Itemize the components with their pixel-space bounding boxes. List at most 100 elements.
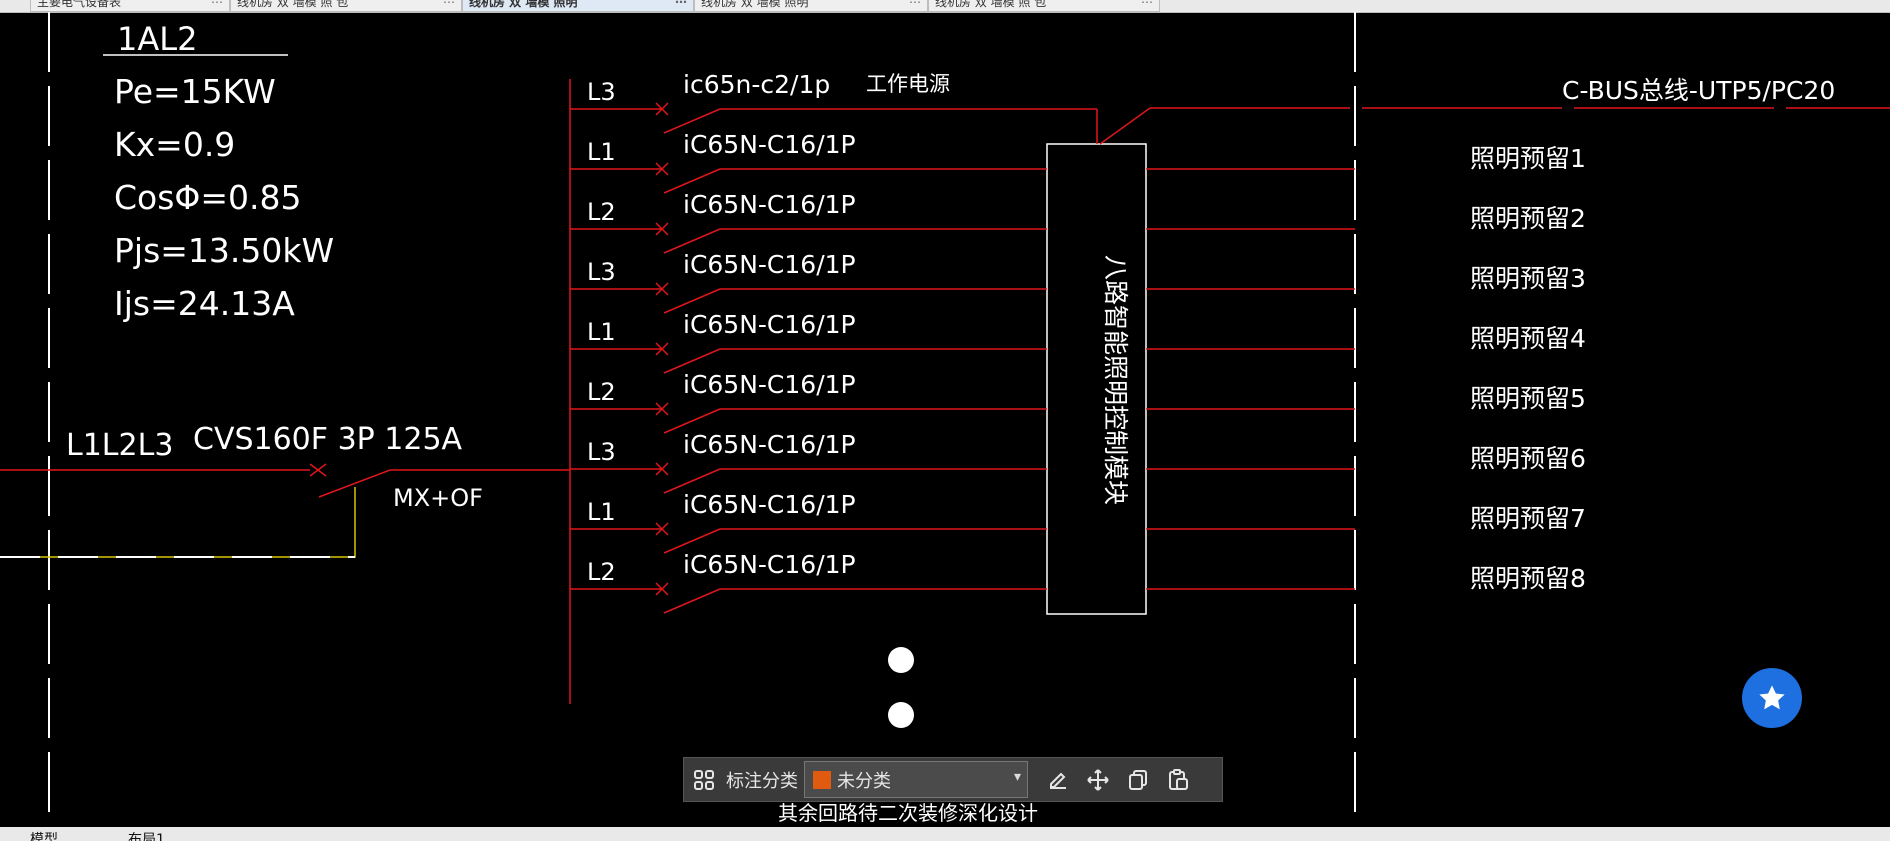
layout-tab-strip: 模型 布局1 — [0, 827, 1890, 841]
main-phases: L1L2L3 — [66, 428, 173, 463]
document-tab-3[interactable]: 线机房 双 墙模 照明 ⋯ — [462, 0, 694, 12]
breaker-cross — [655, 522, 669, 536]
copy-button[interactable] — [1118, 760, 1158, 800]
grip-point[interactable] — [888, 702, 914, 728]
grid-icon — [694, 769, 714, 790]
breaker-cross — [655, 462, 669, 476]
paste-button[interactable] — [1158, 760, 1198, 800]
panel-name: 1AL2 — [117, 20, 197, 58]
breaker-cross — [655, 282, 669, 296]
branch-circuit-1: L3 ic65n-c2/1p 工作电源 — [570, 70, 1020, 134]
breaker-cross — [655, 102, 669, 116]
branch-phase-label: L3 — [587, 78, 616, 106]
branch-circuit-2: L1 iC65N-C16/1P 照明预留1 — [570, 130, 1586, 194]
panel-kx: Kx=0.9 — [114, 125, 235, 164]
branch-circuit-label: 照明预留4 — [1470, 324, 1586, 353]
close-icon[interactable]: ⋯ — [675, 0, 687, 9]
branch-phase-label: L2 — [587, 378, 616, 406]
branch-phase-label: L3 — [587, 258, 616, 286]
category-select-value: 未分类 — [837, 770, 891, 792]
branch-circuit-8: L1 iC65N-C16/1P 照明预留7 — [570, 490, 1586, 554]
document-tab-5-label: 线机房 双 墙模 照 包 — [935, 0, 1047, 9]
branch-breaker-label: iC65N-C16/1P — [683, 550, 856, 579]
branch-breaker-label: ic65n-c2/1p — [683, 70, 830, 99]
branch-breaker-label: iC65N-C16/1P — [683, 310, 856, 339]
edit-button[interactable] — [1038, 760, 1078, 800]
breaker-cross — [655, 402, 669, 416]
branch-phase-label: L2 — [587, 198, 616, 226]
breaker-cross — [655, 162, 669, 176]
document-tab-1[interactable]: 主要电气设备表 ⋯ — [30, 0, 230, 12]
layout-tab-layout1[interactable]: 布局1 — [128, 832, 165, 841]
branch-breaker-label: iC65N-C16/1P — [683, 490, 856, 519]
annotation-toolbar: 标注分类 未分类 ▾ — [683, 757, 1223, 802]
layout-tab-model[interactable]: 模型 — [30, 832, 58, 841]
branch-circuit-label: 照明预留3 — [1470, 264, 1586, 293]
branch-breaker-label: iC65N-C16/1P — [683, 430, 856, 459]
branch-circuit-3: L2 iC65N-C16/1P 照明预留2 — [570, 190, 1586, 254]
branch-circuit-label: 照明预留8 — [1470, 564, 1586, 593]
branch-circuit-label: 照明预留1 — [1470, 144, 1586, 173]
breaker-blade — [663, 528, 721, 554]
document-tab-5[interactable]: 线机房 双 墙模 照 包 ⋯ — [928, 0, 1160, 12]
edit-icon — [1050, 772, 1066, 789]
branch-phase-label: L1 — [587, 498, 616, 526]
breaker-blade — [663, 588, 721, 614]
category-select[interactable]: 未分类 ▾ — [804, 761, 1028, 798]
breaker-blade — [663, 408, 721, 434]
branch-circuit-label: 照明预留6 — [1470, 444, 1586, 473]
panel-ijs: Ijs=24.13A — [114, 284, 295, 323]
close-icon[interactable]: ⋯ — [909, 0, 921, 9]
branch-breaker-label: iC65N-C16/1P — [683, 130, 856, 159]
close-icon[interactable]: ⋯ — [211, 0, 223, 9]
branch-note-label: 工作电源 — [866, 72, 950, 96]
branch-circuit-9: L2 iC65N-C16/1P 照明预留8 — [570, 550, 1586, 614]
category-label: 标注分类 — [726, 770, 798, 792]
breaker-blade — [663, 228, 721, 254]
branch-phase-label: L1 — [587, 318, 616, 346]
branch-phase-label: L2 — [587, 558, 616, 586]
breaker-cross — [655, 342, 669, 356]
lighting-control-module-box — [1046, 143, 1147, 615]
breaker-cross — [655, 222, 669, 236]
chevron-down-icon: ▾ — [1013, 769, 1021, 785]
move-button[interactable] — [1078, 760, 1118, 800]
grid-apps-button[interactable] — [684, 760, 724, 800]
lighting-control-module-label: 八路智能照明控制模块 — [1101, 255, 1130, 505]
branch-circuit-7: L3 iC65N-C16/1P 照明预留6 — [570, 430, 1586, 494]
close-icon[interactable]: ⋯ — [443, 0, 455, 9]
document-tab-2[interactable]: 线机房 双 墙模 照 包 ⋯ — [230, 0, 462, 12]
star-icon — [1759, 685, 1785, 710]
branch-breaker-label: iC65N-C16/1P — [683, 190, 856, 219]
branch-circuit-label: 照明预留7 — [1470, 504, 1586, 533]
branch-phase-label: L3 — [587, 438, 616, 466]
document-tab-1-label: 主要电气设备表 — [37, 0, 122, 9]
branch-circuit-label: 照明预留5 — [1470, 384, 1586, 413]
branch-circuit-4: L3 iC65N-C16/1P 照明预留3 — [570, 250, 1586, 314]
branch-breaker-label: iC65N-C16/1P — [683, 370, 856, 399]
favorite-button[interactable] — [1742, 668, 1802, 728]
branch-breaker-label: iC65N-C16/1P — [683, 250, 856, 279]
branch-circuit-6: L2 iC65N-C16/1P 照明预留5 — [570, 370, 1586, 434]
panel-pe: Pe=15KW — [114, 72, 276, 111]
breaker-blade — [663, 468, 721, 494]
document-tab-4-label: 线机房 双 墙模 照明 — [701, 0, 809, 9]
breaker-blade — [663, 288, 721, 314]
static-linework — [0, 12, 1890, 812]
close-icon[interactable]: ⋯ — [1141, 0, 1153, 9]
branch-phase-label: L1 — [587, 138, 616, 166]
document-tab-3-label: 线机房 双 墙模 照明 — [469, 0, 578, 9]
category-color-swatch — [813, 770, 831, 789]
breaker-blade — [663, 348, 721, 374]
paste-icon — [1169, 768, 1188, 790]
grip-point[interactable] — [888, 647, 914, 673]
branch-circuit-label: 照明预留2 — [1470, 204, 1586, 233]
breaker-blade — [663, 108, 721, 134]
document-tab-4[interactable]: 线机房 双 墙模 照明 ⋯ — [694, 0, 928, 12]
breaker-cross — [655, 582, 669, 596]
branch-circuit-5: L1 iC65N-C16/1P 照明预留4 — [570, 310, 1586, 374]
footnote-text: 其余回路待二次装修深化设计 — [778, 801, 1038, 825]
move-icon — [1087, 768, 1109, 791]
cad-drawing-canvas[interactable]: 1AL2 Pe=15KW Kx=0.9 CosΦ=0.85 Pjs=13.50k… — [0, 12, 1890, 827]
main-breaker-accessory: MX+OF — [393, 484, 483, 512]
